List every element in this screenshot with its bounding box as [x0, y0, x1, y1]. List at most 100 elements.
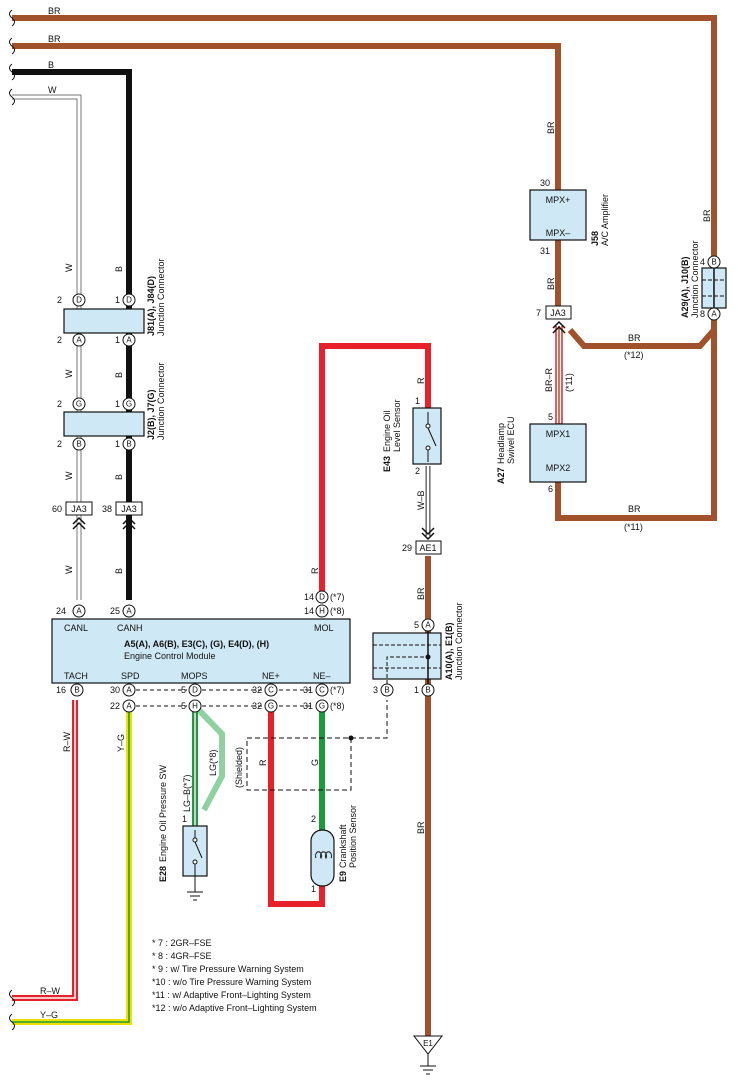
wire-label: W: [48, 85, 57, 95]
pin-label: 2: [57, 399, 62, 409]
pin-label: 1: [115, 439, 120, 449]
j2-label: J2(B), J7(G) Junction Connector: [146, 362, 166, 440]
a10-joint: [425, 654, 431, 660]
wire-b: [12, 69, 132, 600]
pin-label: 30: [540, 178, 550, 188]
ae1-label: AE1: [419, 543, 436, 553]
svg-text:G: G: [76, 400, 82, 409]
svg-text:B: B: [425, 686, 430, 695]
j58-term: MPX+: [546, 195, 571, 205]
svg-text:A: A: [126, 702, 132, 711]
wire-label: B: [114, 474, 124, 480]
j2-box: [63, 411, 145, 437]
wire-label: BR: [416, 587, 426, 600]
svg-text:A27: A27: [496, 467, 506, 484]
wire-label: LG–B(*7): [182, 774, 192, 812]
svg-text:E28: E28: [158, 866, 168, 882]
e9-label: E9 Crankshaft Position Sensor: [338, 805, 358, 882]
ecm-id: A5(A), A6(B), E3(C), (G), E4(D), (H): [124, 639, 269, 649]
pin-label: 32: [252, 685, 262, 695]
pin-label: 7: [536, 308, 541, 318]
footnote: * 7 : 2GR–FSE: [152, 938, 212, 948]
svg-text:Engine Oil: Engine Oil: [382, 410, 392, 452]
svg-text:D: D: [76, 296, 82, 305]
pin-label: 1: [115, 295, 120, 305]
pin-label: 5: [181, 701, 186, 711]
footnotes: * 7 : 2GR–FSE * 8 : 4GR–FSE * 9 : w/ Tir…: [152, 938, 317, 1013]
j81-label: J81(A), J84(D) Junction Connector: [146, 258, 166, 336]
wire-r-mol: [319, 343, 431, 600]
svg-text:E43: E43: [382, 456, 392, 472]
ecm-term: SPD: [121, 671, 140, 681]
svg-text:H: H: [319, 607, 325, 616]
pin-label: 3: [373, 685, 378, 695]
ja3-tag-right: [545, 305, 572, 320]
ecm-term: MOPS: [181, 671, 208, 681]
e43-box: [412, 407, 442, 465]
pin-label: 14: [304, 606, 314, 616]
ae1-tag: [415, 540, 442, 555]
shield-box: [246, 737, 352, 791]
svg-text:E9: E9: [338, 871, 348, 882]
pin-label: 2: [57, 295, 62, 305]
pin-label: 8: [700, 309, 705, 319]
pin-label: 32: [252, 701, 262, 711]
wire-label: R: [416, 377, 426, 384]
pin-label: 60: [52, 504, 62, 514]
a10-label: A10(A), E1(B) Junction Connector: [444, 602, 464, 680]
note-mark: (*7): [330, 592, 345, 602]
pin-label: 31: [303, 685, 313, 695]
wire-label: R–W: [62, 731, 72, 752]
svg-text:Headlamp: Headlamp: [496, 423, 506, 464]
note-mark: (*7): [330, 685, 345, 695]
a27-term: MPX2: [546, 463, 571, 473]
pin-label: 16: [56, 685, 66, 695]
a29-pins: B A: [707, 255, 721, 321]
wire-break-symbols: [9, 9, 15, 1031]
a10-pins: A B B: [380, 618, 435, 697]
svg-text:C: C: [268, 686, 274, 695]
pin-label: 1: [115, 335, 120, 345]
ecm-box: [51, 618, 351, 684]
wire-label: BR: [48, 34, 61, 44]
ja3-tag-b: [115, 501, 143, 516]
a27-term: MPX1: [546, 429, 571, 439]
svg-text:A: A: [126, 336, 132, 345]
svg-text:J58: J58: [590, 231, 600, 246]
wire-label: W: [64, 263, 74, 272]
footnote: * 9 : w/ Tire Pressure Warning System: [152, 964, 304, 974]
j81-desc-1: Junction Connector: [156, 258, 166, 336]
j2-pins: G G B B: [72, 397, 136, 451]
pin-label: 30: [110, 685, 120, 695]
wire-br-12: [567, 328, 717, 349]
svg-text:D: D: [319, 593, 325, 602]
svg-text:H: H: [192, 702, 198, 711]
j58-term: MPX–: [546, 228, 571, 238]
svg-text:A: A: [711, 310, 717, 319]
pin-label: 5: [548, 412, 553, 422]
svg-text:G: G: [319, 702, 325, 711]
wire-rw-white: [12, 700, 76, 999]
svg-text:A: A: [126, 686, 132, 695]
wire-label: BR: [702, 209, 712, 222]
pin-label: 1: [415, 396, 420, 406]
wire-label: W: [64, 471, 74, 480]
ecm-term: NE+: [262, 671, 280, 681]
pin-label: 5: [181, 685, 186, 695]
ecm-term: CANL: [64, 623, 88, 633]
chevron-icon: [72, 516, 136, 530]
wire-label: B: [114, 372, 124, 378]
wire-label: LG(*8): [208, 749, 218, 776]
footnote: * 8 : 4GR–FSE: [152, 951, 212, 961]
svg-text:D: D: [126, 296, 132, 305]
j81-pins: D D A A: [72, 293, 136, 347]
pin-label: 25: [110, 606, 120, 616]
wire-label: BR: [416, 821, 426, 834]
ecm-bottom-pins: B A A D H C G C G: [70, 683, 329, 713]
svg-text:J2(B), J7(G): J2(B), J7(G): [146, 389, 156, 440]
wire-label: W: [64, 369, 74, 378]
pin-label: 22: [110, 701, 120, 711]
e1-label: E1: [423, 1039, 433, 1048]
wire-label: BR: [48, 6, 61, 16]
